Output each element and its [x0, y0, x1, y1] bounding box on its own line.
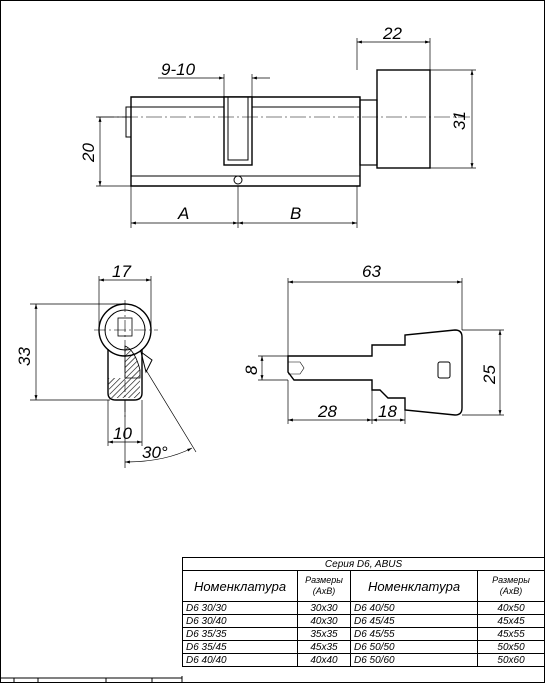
cell-size: 50x50: [476, 640, 546, 654]
dim-gap: 9-10: [161, 60, 196, 79]
table-row: D6 35/45 45x35 D6 50/50 50x50: [182, 640, 546, 654]
cell-name: D6 35/45: [182, 640, 298, 654]
cell-size: 45x55: [476, 627, 546, 641]
title-block-strip: [0, 676, 183, 683]
dim-knob-diameter: 31: [450, 111, 469, 130]
cell-name: D6 45/45: [350, 614, 478, 628]
table-row: D6 30/30 30x30 D6 40/50 40x50: [182, 601, 546, 615]
cell-size: 40x50: [476, 601, 546, 615]
cell-name: D6 30/30: [182, 601, 298, 615]
key-view: [258, 278, 504, 424]
cell-name: D6 30/40: [182, 614, 298, 628]
dim-a: A: [177, 204, 189, 223]
cell-size: 30x30: [297, 601, 351, 615]
cell-size: 35x35: [297, 627, 351, 641]
cell-name: D6 40/50: [350, 601, 478, 615]
header-size-left: Размеры (АхВ): [297, 570, 351, 602]
cell-name: D6 50/50: [350, 640, 478, 654]
header-size-right: Размеры (АхВ): [476, 570, 546, 602]
table-row: D6 40/40 40x40 D6 50/60 50x60: [182, 653, 546, 667]
dim-profile-height: 33: [15, 347, 34, 366]
cylinder-profile-view: [30, 276, 197, 468]
cell-name: D6 40/40: [182, 653, 298, 667]
header-name-left: Номенклатура: [182, 570, 298, 602]
dim-key-length: 63: [362, 262, 381, 281]
dim-blade-length: 28: [317, 402, 337, 421]
dim-shoulder-length: 18: [378, 402, 397, 421]
spec-table-title: Серия D6, ABUS: [181, 557, 546, 571]
cell-name: D6 45/55: [350, 627, 478, 641]
cell-size: 40x40: [297, 653, 351, 667]
dim-knob-length: 22: [382, 24, 402, 43]
cell-size: 45x45: [476, 614, 546, 628]
cell-size: 45x35: [297, 640, 351, 654]
cell-size: 50x60: [476, 653, 546, 667]
cylinder-side-view: [96, 38, 476, 228]
dim-b: B: [290, 204, 301, 223]
cell-name: D6 35/35: [182, 627, 298, 641]
dim-key-head-height: 25: [480, 365, 499, 385]
cell-size: 40x30: [297, 614, 351, 628]
dim-height: 20: [79, 143, 98, 163]
spec-table: Серия D6, ABUS Номенклатура Размеры (АхВ…: [181, 557, 546, 667]
dim-key-blade-height: 8: [242, 365, 261, 375]
dim-bottom-width: 10: [113, 424, 132, 443]
cell-name: D6 50/60: [350, 653, 478, 667]
table-row: D6 35/35 35x35 D6 45/55 45x55: [182, 627, 546, 641]
dim-angle: 30°: [142, 443, 168, 462]
dim-profile-width: 17: [112, 262, 131, 281]
table-row: D6 30/40 40x30 D6 45/45 45x45: [182, 614, 546, 628]
header-name-right: Номенклатура: [350, 570, 478, 602]
